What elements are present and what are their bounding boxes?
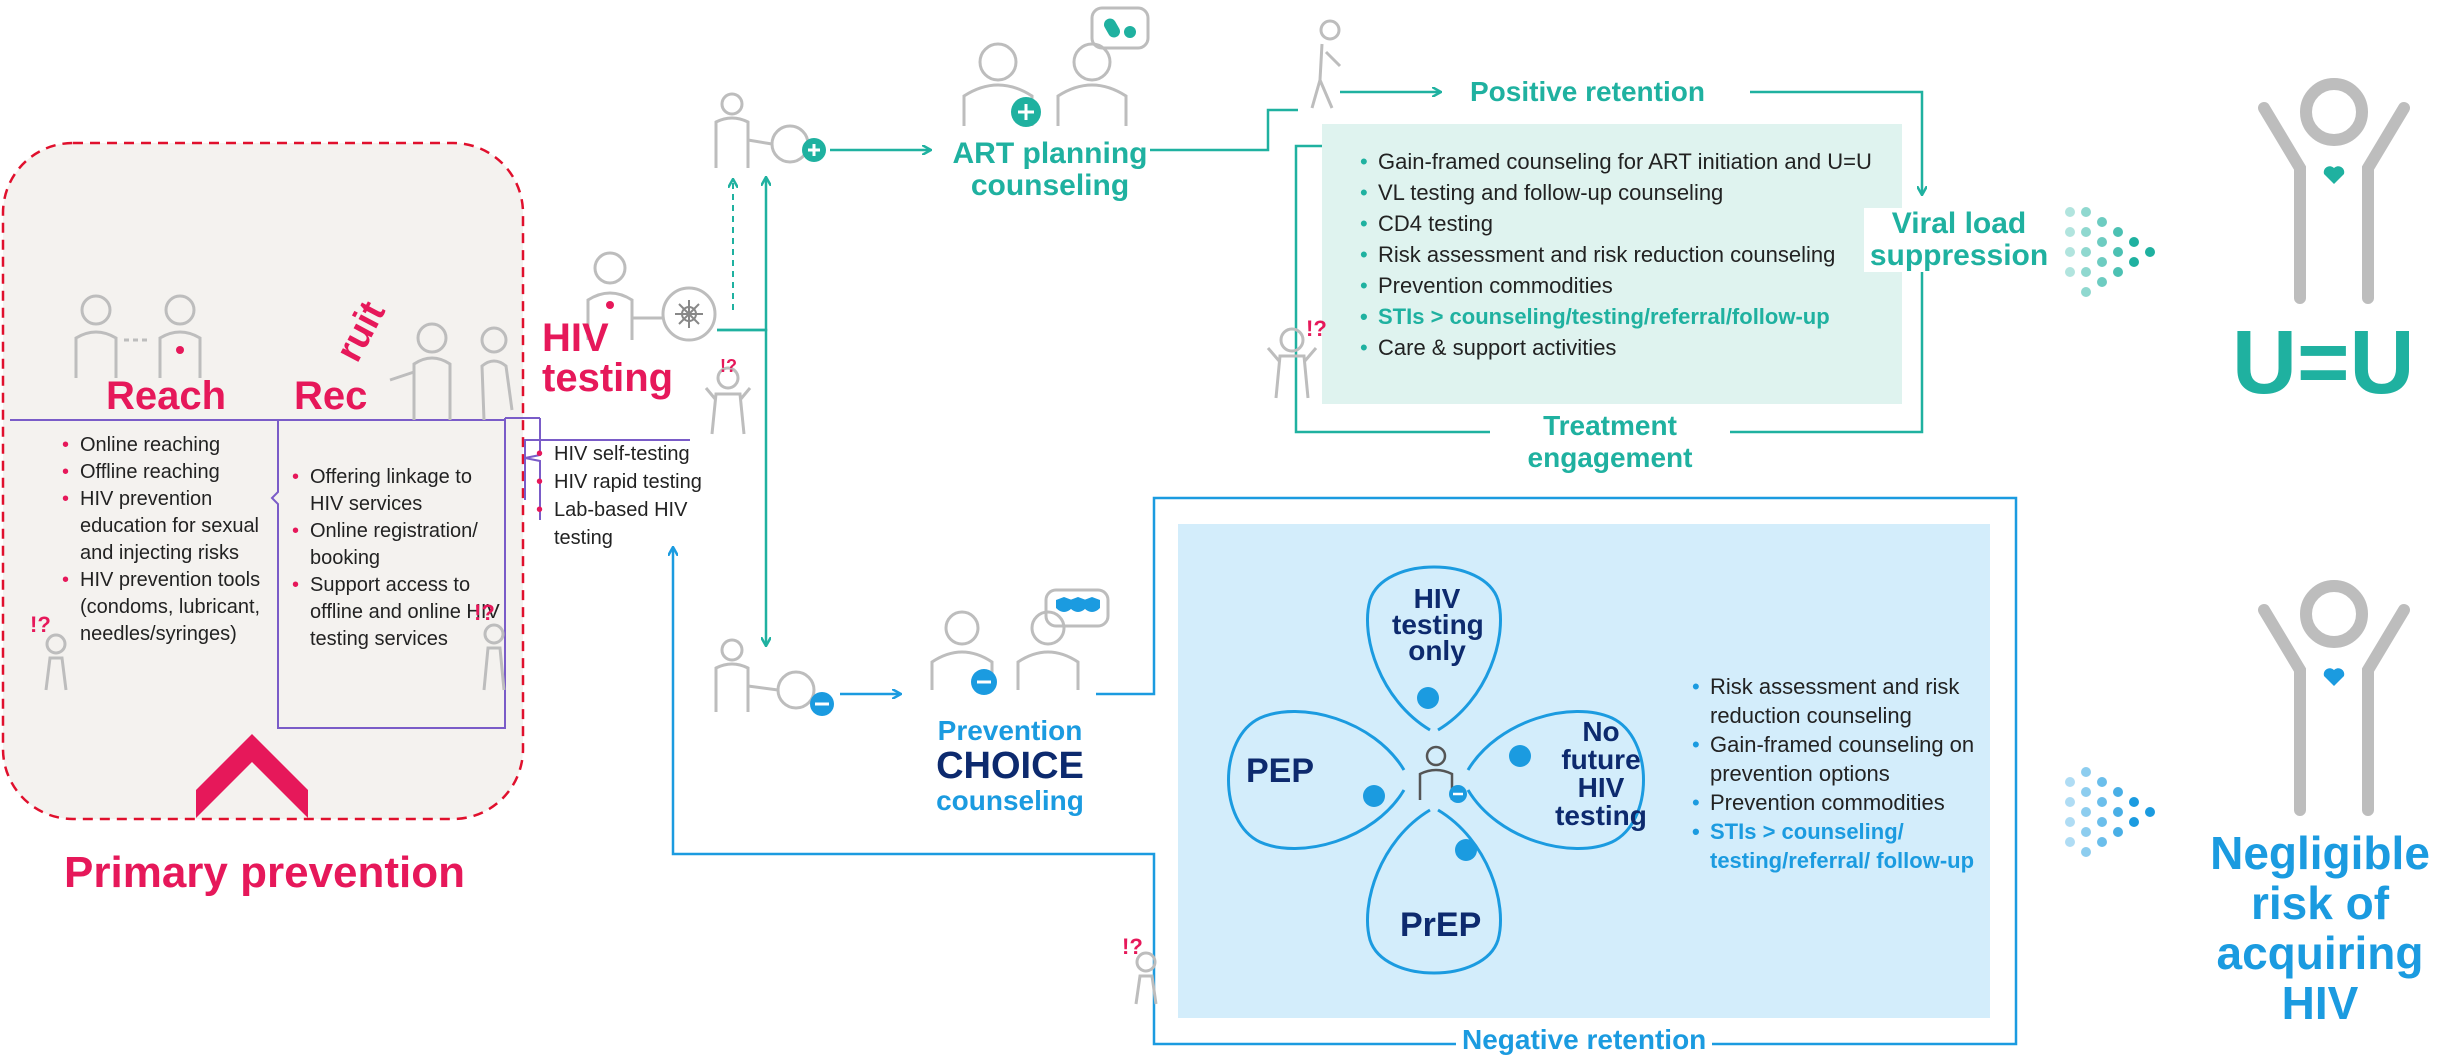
art-plus-icon	[1018, 104, 1034, 120]
viral-load-line2: suppression	[1869, 239, 2049, 272]
list-item: HIV rapid testing	[536, 468, 736, 496]
art-to-positive-retention-line	[1150, 108, 1298, 152]
viral-load-line1: Viral load	[1891, 207, 2027, 240]
negligible-line3: acquiring	[2216, 927, 2424, 979]
uu-person-icon	[2258, 78, 2410, 304]
confused-person-icon-negative	[1134, 951, 1158, 1005]
confused-person-icon-positive	[1266, 327, 1318, 399]
interrobang-mark: !?	[1306, 316, 1327, 341]
center-person-icon	[1418, 745, 1454, 800]
recruit-title: Rec ruit	[294, 295, 394, 419]
recruit-list: Offering linkage to HIV services Online …	[292, 464, 502, 653]
recruit-title-part-a: Rec	[294, 374, 368, 418]
treatment-engagement-line2: engagement	[1527, 442, 1693, 473]
list-item: Prevention commodities	[1360, 270, 1880, 301]
option-prep: PrEP	[1400, 906, 1482, 944]
testing-to-positive-line	[717, 178, 766, 332]
confused-person-icon-testing	[704, 366, 752, 435]
recruit-people-icon	[389, 322, 514, 421]
positive-retention-label: Positive retention	[1470, 76, 1705, 107]
cyan-dots-arrow-icon	[2065, 767, 2155, 857]
list-item: Gain-framed counseling on prevention opt…	[1692, 730, 1982, 788]
choice-to-options-line	[673, 496, 2018, 1046]
shields-icon	[1056, 597, 1100, 612]
testing-to-negative-line	[717, 328, 766, 645]
positive-result-icon	[714, 92, 810, 168]
option-hiv-testing-only: HIV testing only	[1392, 583, 1484, 666]
list-item: HIV prevention tools (condoms, lubricant…	[62, 567, 272, 648]
list-item: Online reaching	[62, 432, 272, 459]
prevention-choice-line1: Prevention	[937, 715, 1083, 746]
prevention-choice-line2: CHOICE	[936, 745, 1084, 787]
list-item: Prevention commodities	[1692, 788, 1982, 817]
virus-icon	[675, 300, 703, 328]
positive-retention-right-arrow	[1750, 90, 1922, 194]
treatment-loop-line	[1294, 146, 1490, 434]
negligible-line2: risk of	[2250, 877, 2390, 929]
negligible-line4: HIV	[2281, 977, 2359, 1029]
option-dots	[1363, 687, 1531, 861]
list-item: Lab-based HIV testing	[536, 496, 736, 552]
hiv-testing-title-line1: HIV	[542, 316, 609, 360]
hiv-testing-title: HIV testing	[542, 318, 673, 398]
art-counseling-people-icon	[962, 6, 1150, 126]
list-item: CD4 testing	[1360, 208, 1880, 239]
list-item: Support access to offline and online HIV…	[292, 572, 502, 653]
negative-result-icon	[714, 638, 816, 712]
primary-prevention-label: Primary prevention	[64, 848, 466, 897]
art-planning-line1: ART planning	[952, 137, 1148, 170]
primary-prevention-arrow-icon	[196, 734, 308, 818]
list-item: Risk assessment and risk reduction couns…	[1692, 672, 1982, 730]
treatment-engagement-line1: Treatment	[1543, 410, 1677, 441]
negative-retention-list: Risk assessment and risk reduction couns…	[1692, 672, 1982, 875]
list-item: VL testing and follow-up counseling	[1360, 177, 1880, 208]
list-item: STIs > counseling/ testing/referral/ fol…	[1692, 817, 1982, 875]
reach-recruit-outline	[10, 418, 506, 729]
viral-load-label: Viral load suppression	[1864, 208, 2054, 272]
list-item: HIV self-testing	[536, 440, 736, 468]
prevention-choice-line3: counseling	[936, 785, 1084, 816]
negligible-person-icon	[2258, 580, 2410, 816]
prevention-choice-label: Prevention CHOICE counseling	[900, 716, 1120, 816]
art-planning-line2: counseling	[970, 169, 1130, 202]
list-item: STIs > counseling/testing/referral/follo…	[1360, 301, 1880, 332]
prevention-options-loops	[1227, 565, 1645, 975]
pills-icon	[1104, 18, 1136, 38]
walking-person-icon	[1310, 19, 1342, 109]
reach-title: Reach	[106, 374, 227, 418]
interrobang-mark: !?	[474, 600, 495, 625]
option-no-future-testing: No future HIV testing	[1555, 716, 1647, 831]
list-item: Offering linkage to HIV services	[292, 464, 502, 518]
negligible-line1: Negligible	[2210, 827, 2430, 879]
negligible-label: Negligible risk of acquiring HIV	[2190, 828, 2450, 1028]
list-item: Care & support activities	[1360, 332, 1880, 363]
interrobang-mark: !?	[720, 356, 737, 376]
choice-counseling-people-icon	[930, 588, 1110, 690]
treatment-engagement-label: Treatment engagement	[1490, 410, 1730, 474]
uu-heart-icon	[2323, 166, 2345, 184]
viral-load-to-treatment-line	[1722, 270, 1924, 432]
hiv-testing-person-icon	[586, 251, 717, 342]
teal-dots-arrow-icon	[2065, 207, 2155, 297]
list-item: Online registration/ booking	[292, 518, 502, 572]
reach-people-icon	[74, 294, 202, 378]
art-planning-label: ART planning counseling	[940, 138, 1160, 202]
negligible-heart-icon	[2323, 668, 2345, 686]
option-pep: PEP	[1246, 752, 1315, 790]
list-item: Risk assessment and risk reduction couns…	[1360, 239, 1880, 270]
positive-retention-list: Gain-framed counseling for ART initiatio…	[1360, 146, 1880, 363]
reach-list: Online reaching Offline reaching HIV pre…	[62, 432, 272, 648]
interrobang-mark: !?	[30, 612, 51, 637]
list-item: Gain-framed counseling for ART initiatio…	[1360, 146, 1880, 177]
interrobang-mark: !?	[1122, 934, 1143, 959]
list-item: HIV prevention education for sexual and …	[62, 486, 272, 567]
list-item: Offline reaching	[62, 459, 272, 486]
positive-plus-icon	[808, 144, 820, 156]
hiv-testing-list: HIV self-testing HIV rapid testing Lab-b…	[536, 440, 736, 552]
negative-retention-label: Negative retention	[1456, 1024, 1713, 1056]
uu-label: U=U	[2232, 313, 2415, 413]
hiv-testing-title-line2: testing	[542, 356, 674, 400]
